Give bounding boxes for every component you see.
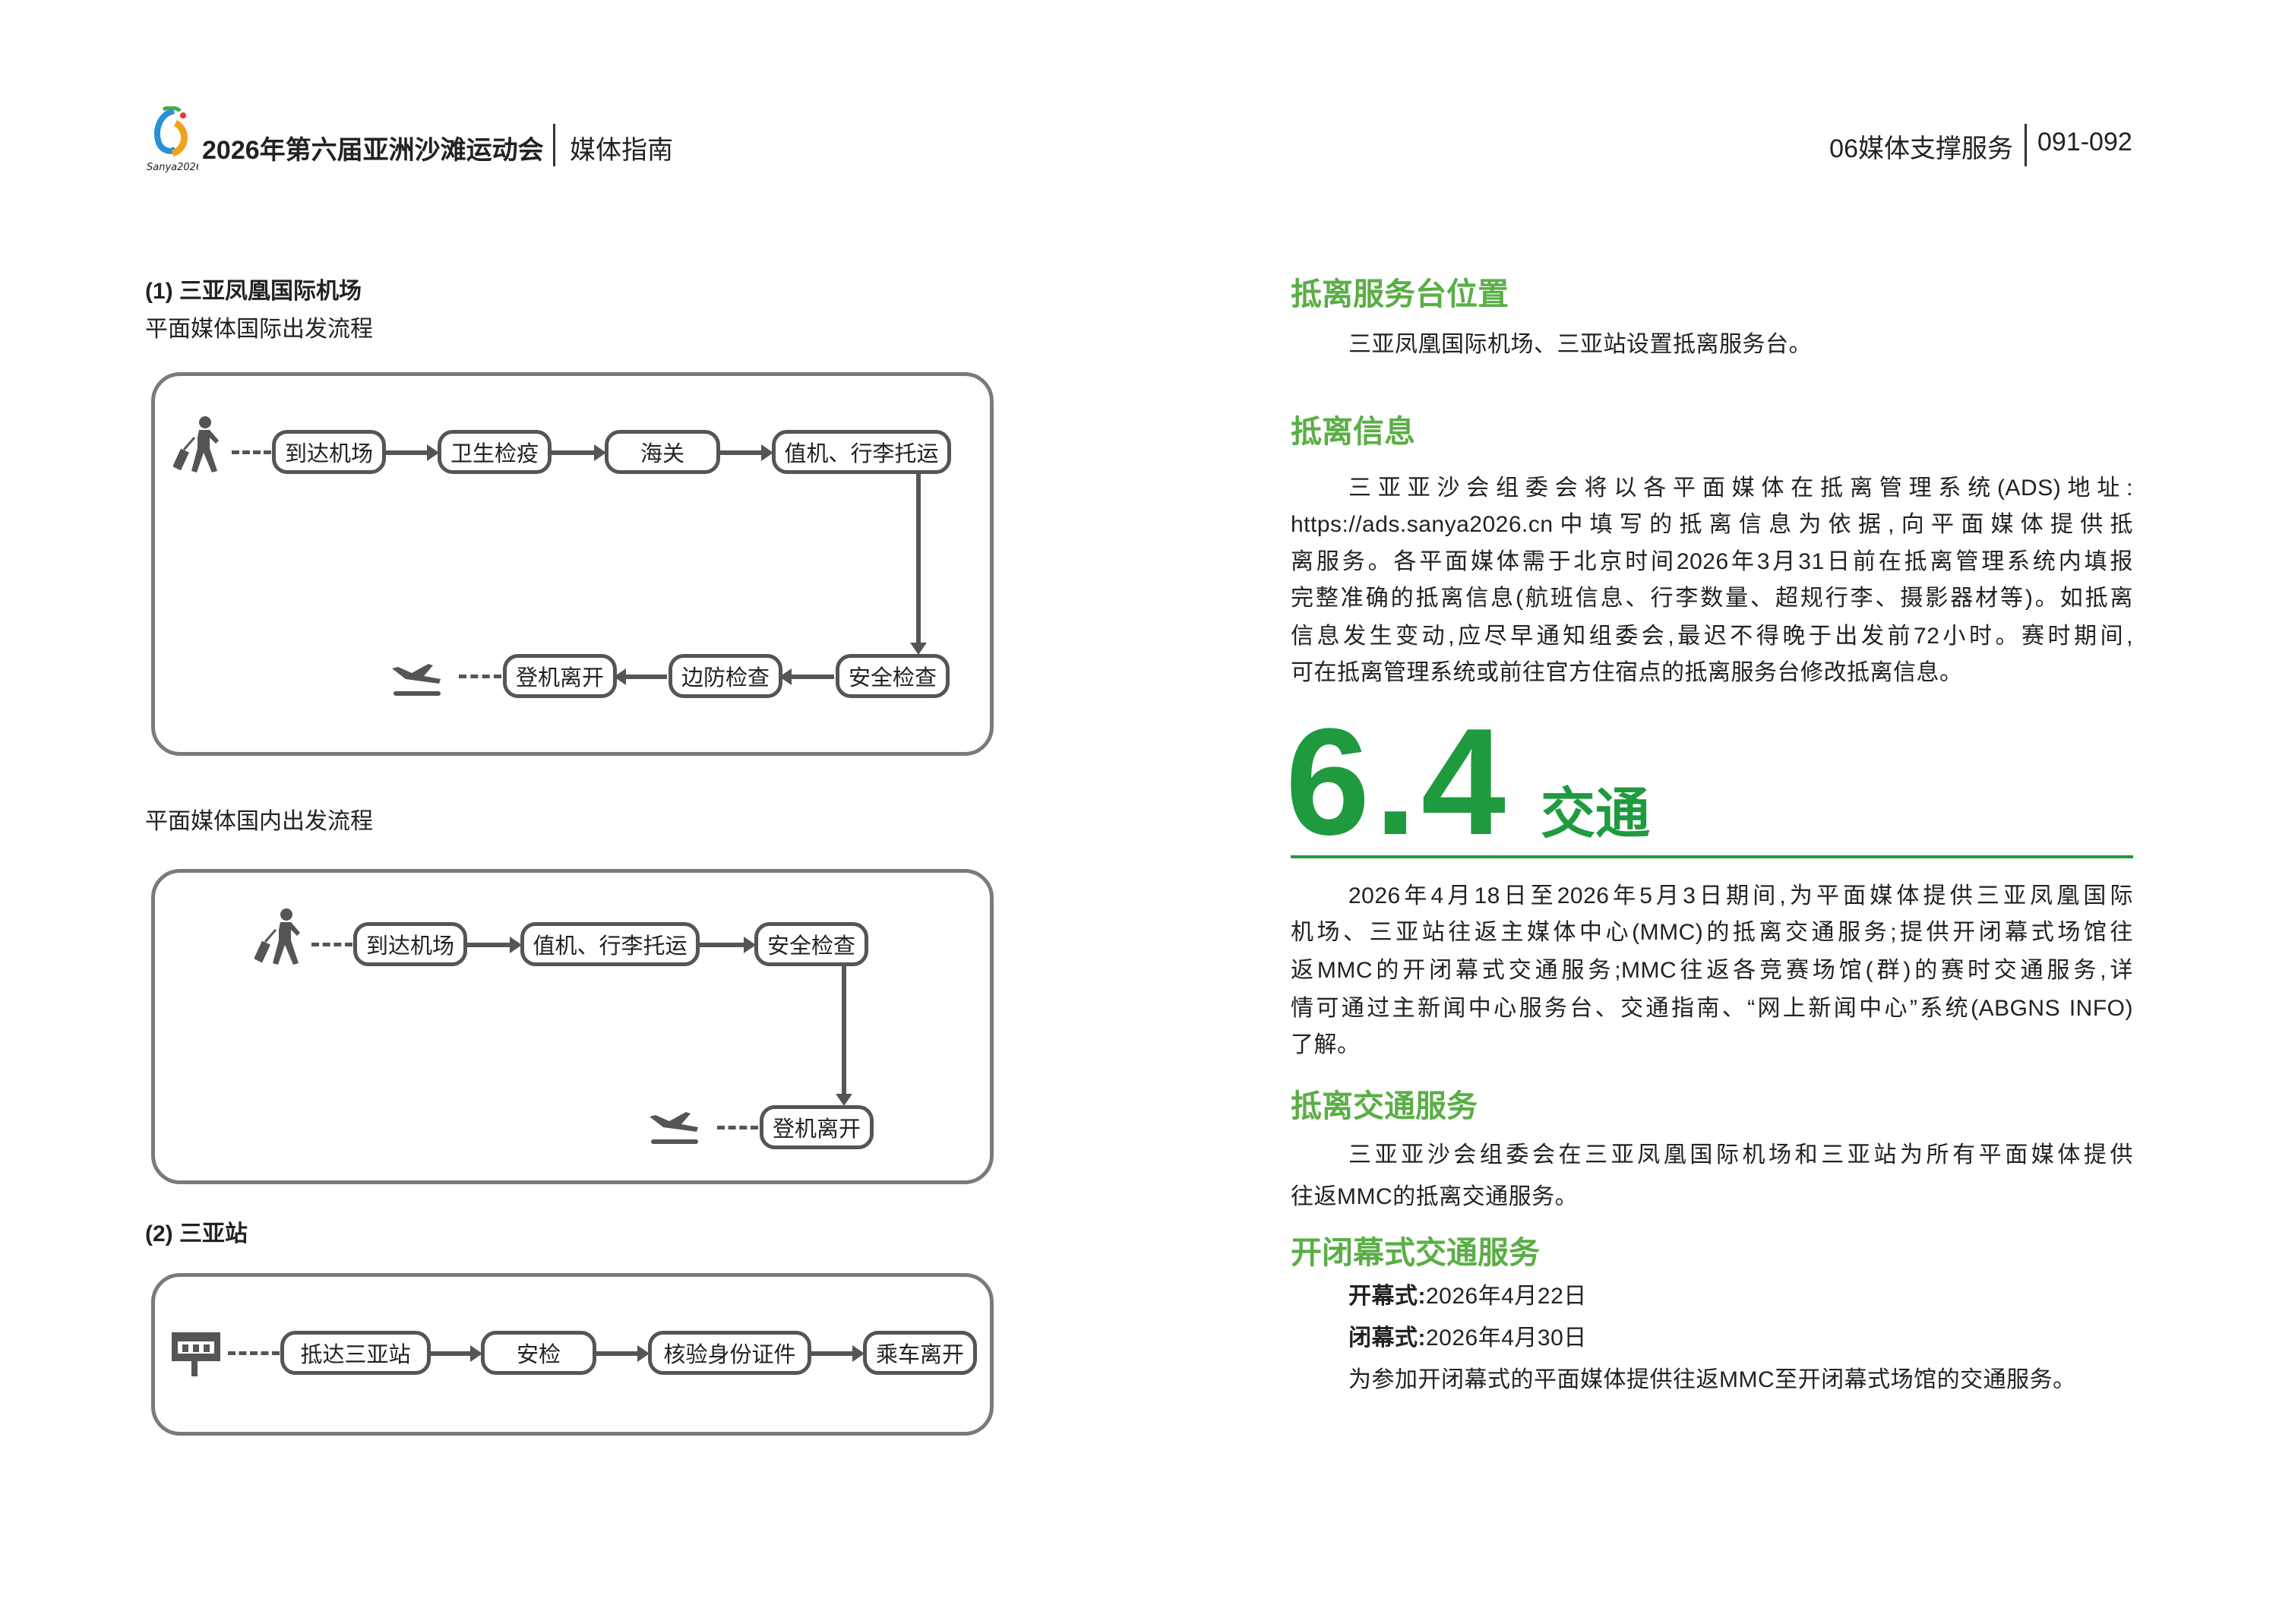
intl-step-customs: 海关 [605,430,720,474]
arrow-right [386,444,439,461]
info-heading: 抵离信息 [1291,414,1415,449]
info-line: 离服务。各平面媒体需于北京时间2026年3月31日前在抵离管理系统内填报 [1291,549,2133,574]
ceremony-text: 为参加开闭幕式的平面媒体提供往返MMC至开闭幕式场馆的交通服务。 [1348,1367,2076,1392]
intl-flow-title: 平面媒体国际出发流程 [145,317,373,342]
header-title: 2026年第六届亚洲沙滩运动会 [202,136,544,165]
dom-step-arrive: 到达机场 [353,922,467,966]
dom-step-security: 安全检查 [754,922,868,966]
header-divider-right [2025,124,2027,166]
info-line: https://ads.sanya2026.cn中填写的抵离信息为依据,向平面媒… [1291,512,2133,537]
ceremony-heading: 开闭幕式交通服务 [1291,1235,1540,1270]
closing-date: 2026年4月30日 [1426,1325,1587,1351]
opening-date: 2026年4月22日 [1426,1284,1587,1309]
arrow-right [552,444,606,461]
intl-step-health: 卫生检疫 [438,430,552,474]
connector-dashed [228,1351,280,1355]
traveler-icon [172,416,228,474]
closing-row: 闭幕式:2026年4月30日 [1348,1319,2133,1352]
arrow-right [720,444,773,461]
transport-line: 情可通过主新闻中心服务台、交通指南、“网上新闻中心”系统(ABGNS INFO) [1291,996,2133,1021]
dom-flow-box [151,869,994,1184]
sanya2026-logo: Sanya2026 [145,106,202,175]
arrow-left [614,668,667,685]
opening-row: 开幕式:2026年4月22日 [1348,1277,2133,1310]
connector-dashed [232,450,271,454]
connector-dashed [311,943,352,946]
station-flow-box [151,1273,994,1436]
header-section: 06媒体支撑服务 [1829,134,2013,163]
intl-step-border: 边防检查 [669,654,782,698]
header-divider [553,124,555,166]
arrival-heading: 抵离交通服务 [1291,1088,1478,1123]
station-step-depart: 乘车离开 [863,1331,977,1375]
arrow-down [910,474,927,655]
traveler-icon [254,908,309,966]
info-line: 三亚亚沙会组委会将以各平面媒体在抵离管理系统(ADS)地址: [1348,476,2133,501]
arrow-right [811,1345,865,1362]
plane-takeoff-icon [648,1106,703,1145]
header-pages: 091-092 [2037,128,2132,156]
header-subtitle: 媒体指南 [570,136,673,165]
airport-heading: (1) 三亚凤凰国际机场 [145,279,362,304]
intl-flow-box [151,372,994,756]
transport-line: 返MMC的开闭幕式交通服务;MMC往返各竞赛场馆(群)的赛时交通服务,详 [1291,958,2133,983]
arrow-right [596,1345,650,1362]
station-step-arrive: 抵达三亚站 [280,1331,431,1375]
arrow-right [700,937,756,953]
station-step-security: 安检 [481,1331,596,1375]
plane-takeoff-icon [390,658,445,697]
intl-step-security: 安全检查 [836,654,950,698]
info-line: 可在抵离管理系统或前往官方住宿点的抵离服务台修改抵离信息。 [1291,660,1963,685]
arrival-line: 三亚亚沙会组委会在三亚凤凰国际机场和三亚站为所有平面媒体提供 [1348,1142,2133,1167]
intl-step-board: 登机离开 [503,654,617,698]
connector-dashed [717,1126,758,1130]
intl-step-checkin: 值机、行李托运 [772,430,951,474]
arrow-right [431,1345,482,1362]
section-title: 交通 [1541,784,1651,845]
train-station-icon [170,1331,222,1378]
info-line: 信息发生变动,应尽早通知组委会,最迟不得晚于出发前72小时。赛时期间, [1291,624,2133,649]
section-rule [1291,855,2133,858]
desk-heading: 抵离服务台位置 [1291,276,1509,311]
transport-line: 了解。 [1291,1032,1361,1057]
dom-flow-title: 平面媒体国内出发流程 [145,809,373,834]
arrival-line: 往返MMC的抵离交通服务。 [1291,1184,1579,1209]
section-number: 6.4 [1285,697,1511,867]
dom-step-board: 登机离开 [760,1105,874,1149]
arrow-left [779,668,834,685]
opening-label: 开幕式: [1348,1284,1426,1309]
intl-step-arrive: 到达机场 [272,430,386,474]
station-step-id-check: 核验身份证件 [648,1331,811,1375]
svg-text:Sanya2026: Sanya2026 [147,162,198,173]
info-line: 完整准确的抵离信息(航班信息、行李数量、超规行李、摄影器材等)。如抵离 [1291,586,2133,611]
dom-step-checkin: 值机、行李托运 [520,922,700,966]
arrow-right [467,937,522,953]
connector-dashed [459,675,501,678]
station-heading: (2) 三亚站 [145,1221,248,1246]
arrow-down [836,966,852,1106]
closing-label: 闭幕式: [1348,1325,1426,1351]
transport-line: 2026年4月18日至2026年5月3日期间,为平面媒体提供三亚凤凰国际 [1348,883,2133,908]
desk-text: 三亚凤凰国际机场、三亚站设置抵离服务台。 [1348,332,1812,357]
transport-line: 机场、三亚站往返主媒体中心(MMC)的抵离交通服务;提供开闭幕式场馆往 [1291,920,2133,945]
